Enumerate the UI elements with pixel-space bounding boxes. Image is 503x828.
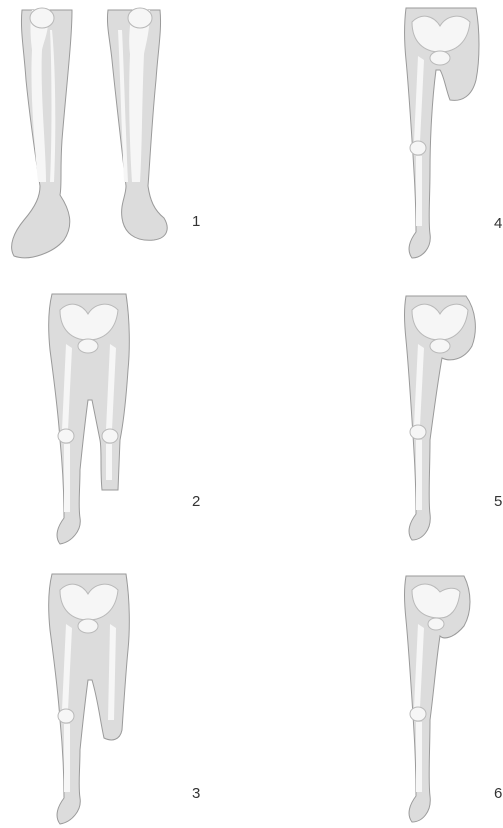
figure-1: 1	[0, 0, 230, 270]
below-knee-amputation-illustration	[0, 290, 230, 550]
figure-5: 5	[250, 290, 503, 550]
figure-6: 6	[250, 570, 503, 828]
figure-label: 4	[494, 216, 502, 231]
figure-3: 3	[0, 570, 230, 828]
figure-label: 3	[192, 786, 200, 801]
figure-2: 2	[0, 290, 230, 550]
figure-label: 1	[192, 214, 200, 229]
figure-label: 2	[192, 494, 200, 509]
figure-label: 5	[494, 494, 502, 509]
figure-label: 6	[494, 786, 502, 801]
hemipelvectomy-illustration	[250, 570, 503, 828]
figure-4: 4	[250, 0, 503, 270]
upper-thigh-amputation-illustration	[250, 0, 503, 270]
hip-disarticulation-illustration	[250, 290, 503, 550]
